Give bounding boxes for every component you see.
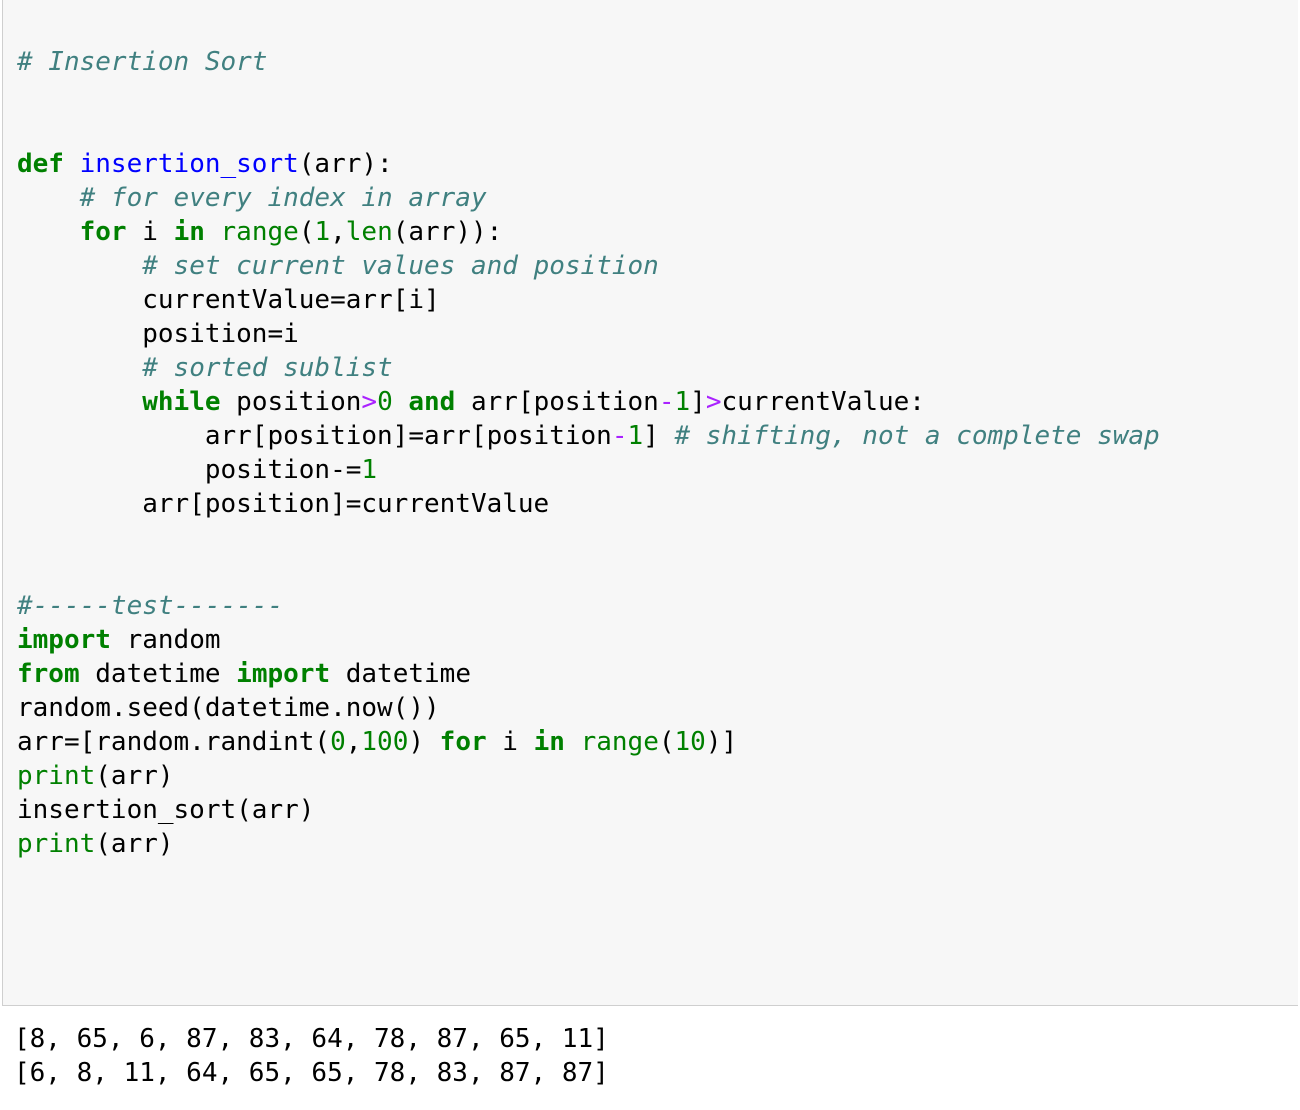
code-token: random bbox=[110, 625, 221, 655]
code-line: arr[position]=currentValue bbox=[17, 487, 549, 521]
code-token: import bbox=[17, 625, 111, 655]
code-token: range bbox=[580, 727, 659, 757]
code-line: # sorted sublist bbox=[17, 351, 393, 385]
code-line: import random bbox=[17, 623, 221, 657]
code-line: position=i bbox=[17, 317, 299, 351]
code-token: 10 bbox=[674, 727, 706, 757]
code-token: for bbox=[79, 217, 127, 247]
code-token: currentValue=arr[i] bbox=[17, 285, 440, 315]
code-token: 1 bbox=[627, 421, 644, 451]
code-token: print bbox=[17, 761, 96, 791]
code-line: insertion_sort(arr) bbox=[17, 793, 314, 827]
code-token: 1 bbox=[314, 217, 331, 247]
code-token bbox=[393, 387, 409, 417]
code-token: > bbox=[705, 387, 722, 417]
code-token: for bbox=[439, 727, 487, 757]
code-line: for i in range(1,len(arr)): bbox=[17, 215, 503, 249]
code-token: , bbox=[345, 727, 362, 757]
code-line: print(arr) bbox=[17, 759, 174, 793]
code-token: and bbox=[408, 387, 456, 417]
output-line-unsorted: [8, 65, 6, 87, 83, 64, 78, 87, 65, 11] bbox=[14, 1024, 609, 1054]
code-token bbox=[17, 217, 80, 247]
code-token: - bbox=[658, 387, 675, 417]
code-token: # sorted sublist bbox=[142, 353, 393, 383]
code-token bbox=[17, 353, 142, 383]
code-token: range bbox=[220, 217, 299, 247]
code-token: datetime bbox=[79, 659, 237, 689]
code-token: - bbox=[611, 421, 628, 451]
output-line-sorted: [6, 8, 11, 64, 65, 65, 78, 83, 87, 87] bbox=[14, 1058, 609, 1088]
code-token: datetime bbox=[330, 659, 471, 689]
code-token: # set current values and position bbox=[142, 251, 659, 281]
code-line: def insertion_sort(arr): bbox=[17, 147, 393, 181]
code-token: (arr) bbox=[95, 829, 174, 859]
code-line: position-=1 bbox=[17, 453, 377, 487]
code-token: i bbox=[126, 217, 174, 247]
code-line: # set current values and position bbox=[17, 249, 659, 283]
code-token bbox=[17, 183, 80, 213]
code-cell[interactable]: # Insertion Sort def insertion_sort(arr):… bbox=[2, 0, 1298, 1006]
code-line: print(arr) bbox=[17, 827, 174, 861]
code-line: #-----test------- bbox=[17, 589, 283, 623]
code-token: arr=[random.randint( bbox=[17, 727, 331, 757]
code-token: > bbox=[361, 387, 378, 417]
code-token: insertion_sort(arr) bbox=[17, 795, 315, 825]
code-line: # Insertion Sort bbox=[17, 45, 267, 79]
code-token: in bbox=[533, 727, 565, 757]
code-line: from datetime import datetime bbox=[17, 657, 471, 691]
code-token: currentValue: bbox=[721, 387, 925, 417]
code-line: arr=[random.randint(0,100) for i in rang… bbox=[17, 725, 737, 759]
code-token: 1 bbox=[361, 455, 378, 485]
code-line: currentValue=arr[i] bbox=[17, 283, 440, 317]
code-token: 100 bbox=[361, 727, 409, 757]
code-token: insertion_sort bbox=[79, 149, 299, 179]
code-token: )] bbox=[705, 727, 738, 757]
code-token: 0 bbox=[377, 387, 393, 417]
code-token: (arr)): bbox=[392, 217, 503, 247]
code-token: (arr) bbox=[95, 761, 174, 791]
code-line: random.seed(datetime.now()) bbox=[17, 691, 440, 725]
code-token: i bbox=[486, 727, 534, 757]
code-token: ( bbox=[298, 217, 315, 247]
code-token: # shifting, not a complete swap bbox=[674, 421, 1160, 451]
code-token: print bbox=[17, 829, 96, 859]
code-token: ) bbox=[408, 727, 440, 757]
code-line: arr[position]=arr[position-1] # shifting… bbox=[17, 419, 1160, 453]
code-token: def bbox=[17, 149, 64, 179]
code-line: # for every index in array bbox=[17, 181, 487, 215]
code-token: 0 bbox=[330, 727, 346, 757]
code-token: , bbox=[330, 217, 346, 247]
code-token: ( bbox=[658, 727, 675, 757]
code-token: # Insertion Sort bbox=[17, 47, 268, 77]
code-token bbox=[17, 251, 142, 281]
code-line: while position>0 and arr[position-1]>cur… bbox=[17, 385, 925, 419]
code-token bbox=[205, 217, 221, 247]
code-token: in bbox=[173, 217, 205, 247]
code-token: ] bbox=[690, 387, 706, 417]
code-token bbox=[17, 387, 142, 417]
code-token: from bbox=[17, 659, 80, 689]
code-token bbox=[565, 727, 581, 757]
code-token: random.seed(datetime.now()) bbox=[17, 693, 440, 723]
code-token bbox=[64, 149, 80, 179]
code-token: import bbox=[236, 659, 331, 689]
code-token: 1 bbox=[674, 387, 691, 417]
code-token: #-----test------- bbox=[17, 591, 284, 621]
code-token: arr[position]=arr[position bbox=[17, 421, 612, 451]
code-token: (arr): bbox=[298, 149, 393, 179]
code-token: arr[position bbox=[455, 387, 659, 417]
code-token: # for every index in array bbox=[79, 183, 487, 213]
code-token: len bbox=[345, 217, 393, 247]
code-token: while bbox=[142, 387, 221, 417]
code-token: position=i bbox=[17, 319, 299, 349]
code-token: arr[position]=currentValue bbox=[17, 489, 550, 519]
code-token: position-= bbox=[17, 455, 362, 485]
code-token: position bbox=[220, 387, 362, 417]
code-token: ] bbox=[643, 421, 675, 451]
